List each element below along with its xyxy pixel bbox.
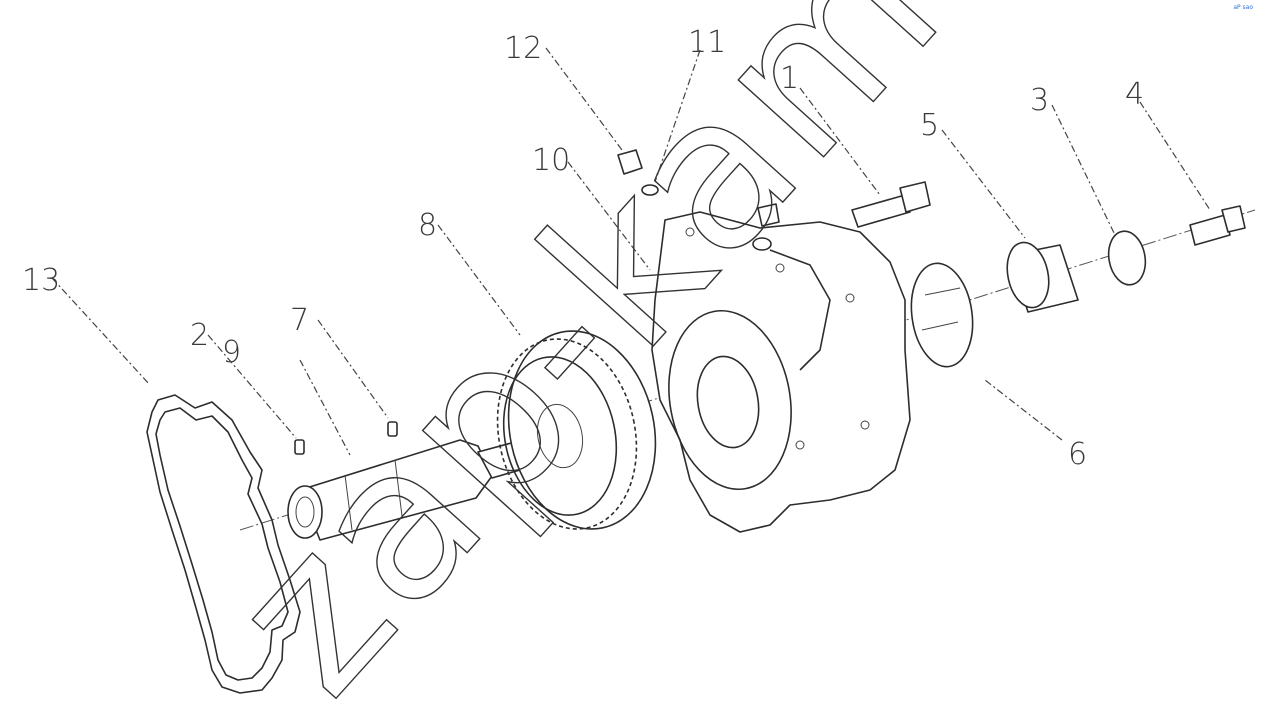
part-4-bolt (1189, 205, 1246, 246)
part-12-plug (617, 149, 643, 175)
callout-10: 10 (532, 143, 570, 178)
part-8-gear (496, 330, 657, 530)
part-7-pin (387, 421, 398, 437)
callout-8: 8 (418, 208, 437, 243)
part-5-sleeve (1006, 241, 1079, 313)
callout-12: 12 (504, 31, 542, 66)
part-2-pin (294, 439, 305, 455)
leader-lines (51, 47, 1211, 456)
part-13-gasket (146, 394, 301, 694)
callout-4: 4 (1125, 77, 1144, 112)
part-11-washer (641, 184, 659, 196)
corner-mark: aP sao (1233, 4, 1253, 11)
callout-2: 2 (190, 318, 209, 353)
callout-3: 3 (1030, 83, 1049, 118)
callout-1: 1 (780, 61, 799, 96)
part-6-rotor (910, 262, 974, 368)
callout-11: 11 (688, 25, 726, 60)
callout-6: 6 (1068, 437, 1087, 472)
part-3-plate (1107, 230, 1147, 286)
callout-9: 9 (222, 335, 241, 370)
callout-7: 7 (290, 303, 309, 338)
part-10-housing (651, 211, 911, 533)
callouts: 13 2 9 7 8 10 12 11 1 5 3 4 6 (22, 25, 1144, 472)
part-1-bolt (851, 181, 931, 228)
callout-5: 5 (920, 108, 939, 143)
housing-plugs (752, 203, 780, 251)
callout-13: 13 (22, 263, 60, 298)
